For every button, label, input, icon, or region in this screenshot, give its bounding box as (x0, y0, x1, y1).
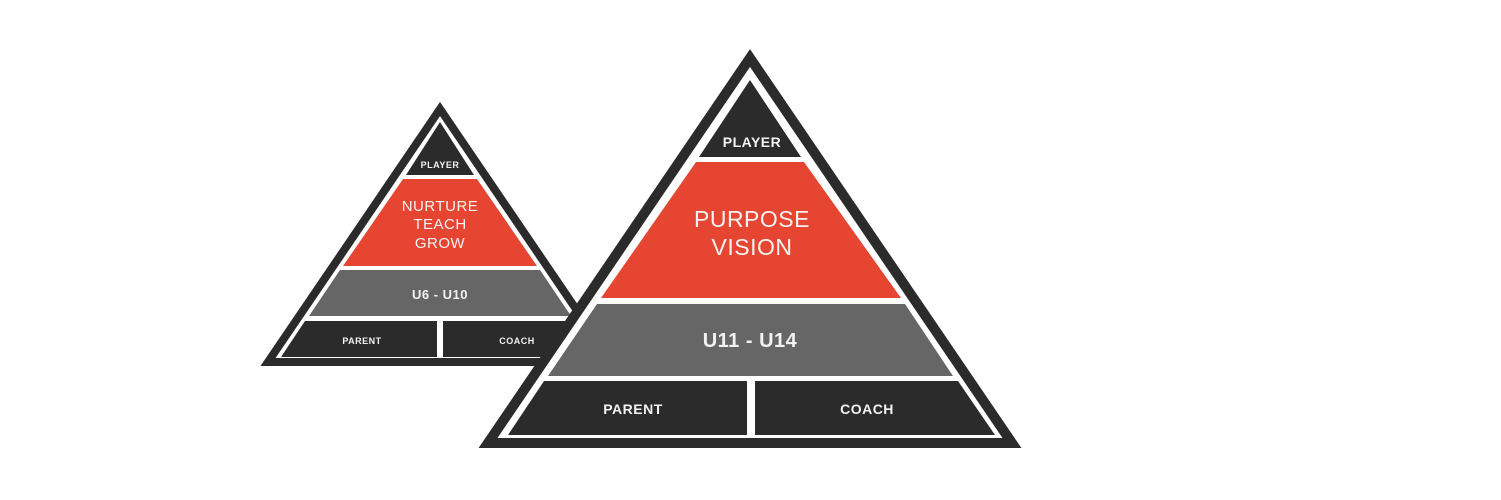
large-pyramid: PLAYER PURPOSE VISION U11 - U14 PARENT C… (478, 49, 1022, 448)
large-tier-coach (755, 381, 995, 435)
small-values-line-3: GROW (415, 235, 466, 252)
large-tier-player (699, 80, 801, 157)
small-age-label: U6 - U10 (412, 287, 468, 302)
small-tier-player (406, 122, 474, 175)
large-values-line-1: PURPOSE (694, 206, 810, 232)
large-parent-label: PARENT (603, 401, 663, 417)
small-values-line-2: TEACH (413, 216, 466, 233)
large-age-label: U11 - U14 (703, 330, 798, 352)
small-values-line-1: NURTURE (402, 198, 479, 215)
large-coach-label: COACH (840, 401, 894, 417)
small-player-label: PLAYER (421, 160, 460, 170)
large-tier-age (548, 304, 953, 376)
large-tier-values (601, 162, 901, 298)
small-tier-parent (281, 321, 437, 357)
small-parent-label: PARENT (342, 336, 381, 346)
large-player-label: PLAYER (723, 134, 782, 150)
small-pyramid: PLAYER NURTURE TEACH GROW U6 - U10 PAREN… (260, 101, 620, 366)
small-tier-values (343, 179, 537, 266)
small-tier-age (309, 270, 571, 316)
large-tier-parent (508, 381, 747, 435)
small-coach-label: COACH (499, 336, 535, 346)
large-values-line-2: VISION (712, 234, 793, 260)
